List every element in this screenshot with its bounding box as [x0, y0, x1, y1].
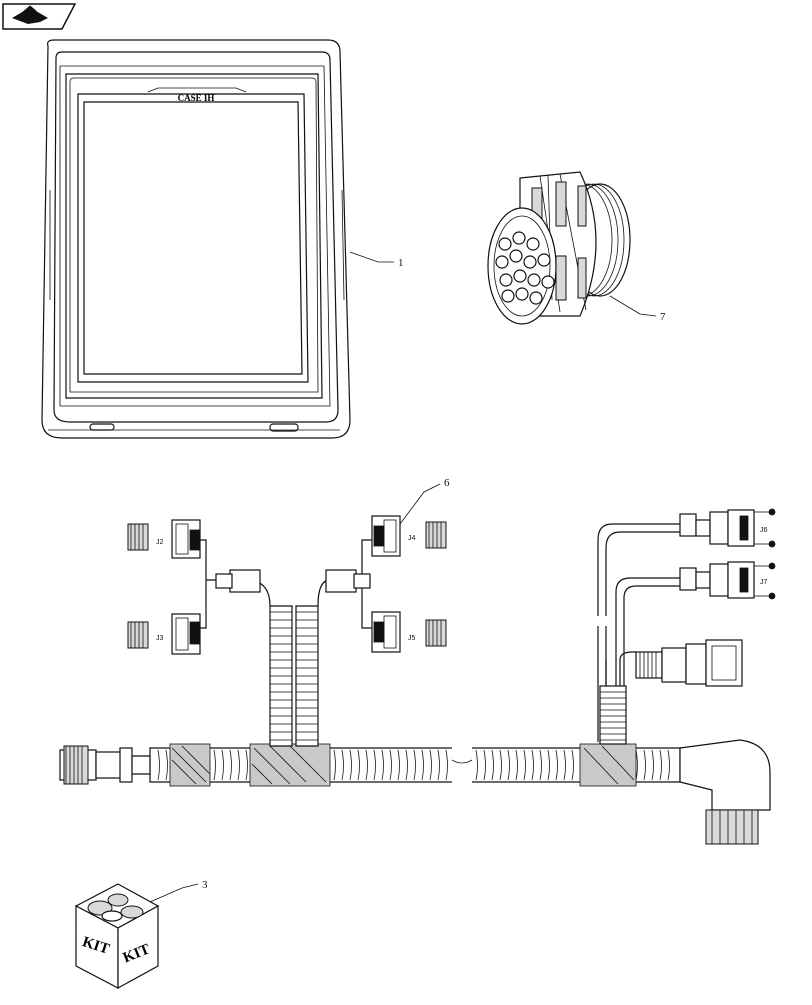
callout-1: 1	[398, 257, 404, 269]
label-j2: J2	[156, 539, 164, 546]
label-j3: J3	[156, 635, 164, 642]
callout-3: 3	[202, 879, 208, 891]
connector-j2-group: J2	[127, 519, 201, 559]
kit-box: KIT KIT	[74, 883, 160, 990]
connector-j3-group: J3	[127, 613, 201, 655]
callout-6: 6	[444, 477, 450, 489]
wiring-harness: J2 J3 J4 J5	[59, 508, 776, 845]
connector-j5-group: J5	[371, 611, 447, 653]
connector-j4-group: J4	[371, 515, 447, 557]
label-j5: J5	[408, 635, 416, 642]
connector-j6-group: J6	[695, 508, 776, 548]
label-j6: J6	[760, 527, 768, 534]
display-monitor: CASE IH	[41, 39, 351, 439]
label-j7: J7	[760, 579, 768, 586]
label-j4: J4	[408, 535, 416, 542]
round-connector	[487, 171, 631, 325]
connector-j7-group: J7	[695, 561, 776, 600]
nav-arrow-icon[interactable]	[2, 3, 77, 30]
brand-label: CASE IH	[178, 93, 215, 103]
callout-7: 7	[660, 311, 666, 323]
